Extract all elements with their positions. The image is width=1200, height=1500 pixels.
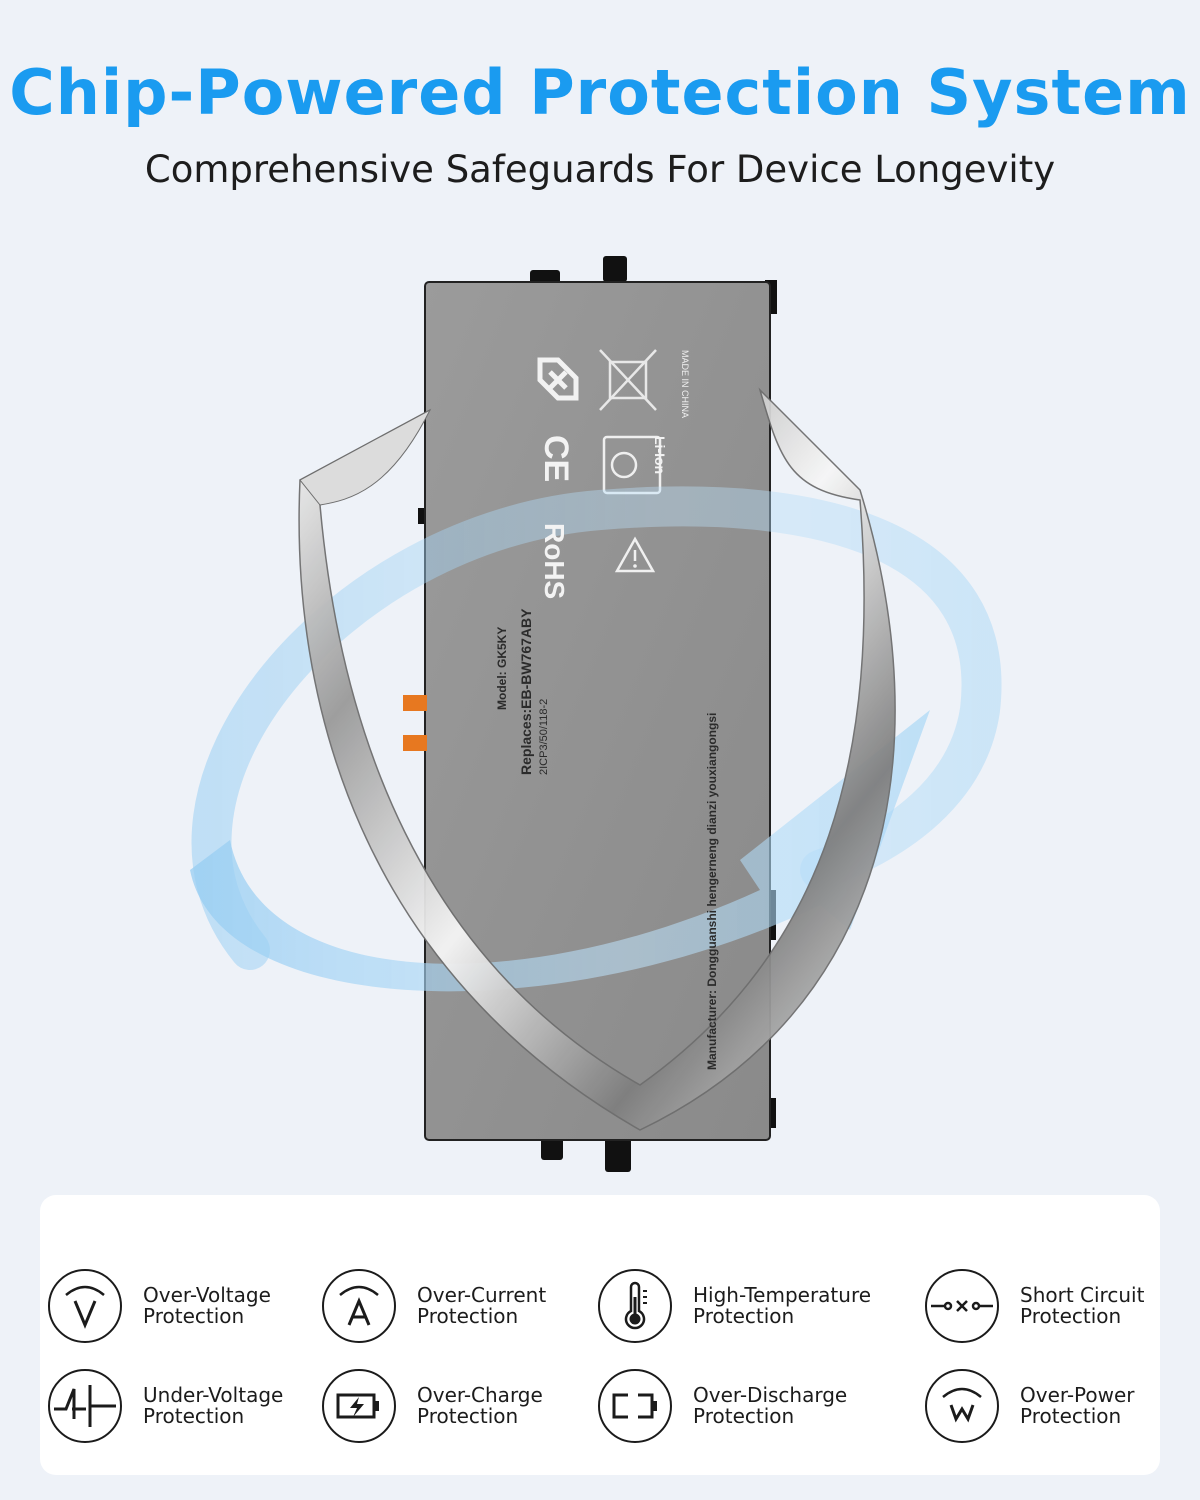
feature-label-line2: Protection — [1020, 1404, 1122, 1428]
page-subtitle: Comprehensive Safeguards For Device Long… — [144, 148, 1056, 191]
feature-label-line2: Protection — [417, 1404, 519, 1428]
feature-label-line1: Under-Voltage — [143, 1383, 284, 1407]
over-voltage-icon — [48, 1269, 122, 1343]
recycle-arrows-mark — [537, 357, 579, 401]
feature-label-line1: Short Circuit — [1020, 1283, 1145, 1307]
battery-manufacturer-label: Manufacturer: Dongguanshi hengerneng dia… — [705, 712, 719, 1070]
page-title: Chip-Powered Protection System — [9, 56, 1191, 129]
feature-label-line1: Over-Voltage — [143, 1283, 271, 1307]
battery-made-in-label: MADE IN CHINA — [680, 350, 690, 419]
feature-label-line1: Over-Current — [417, 1283, 547, 1307]
battery-cells-label: 2ICP3/50/118-2 — [538, 698, 550, 775]
feature-label-line2: Protection — [143, 1304, 245, 1328]
protection-features-panel: Over-Voltage Protection Over-Current Pro… — [40, 1195, 1160, 1475]
warning-mark — [614, 536, 656, 573]
battery-shield-illustration — [190, 256, 1002, 1172]
over-power-icon — [925, 1369, 999, 1443]
feature-label-line1: Over-Power — [1020, 1383, 1135, 1407]
battery-charging-icon — [322, 1369, 396, 1443]
swirl-arrow — [190, 486, 1002, 992]
short-circuit-icon — [925, 1269, 999, 1343]
feature-label-line2: Protection — [143, 1404, 245, 1428]
feature-label-line2: Protection — [693, 1404, 795, 1428]
battery-model-label: Model: GK5KY — [495, 626, 509, 710]
chrome-shield — [298, 387, 896, 1131]
under-voltage-icon — [48, 1369, 122, 1443]
feature-label-line1: Over-Discharge — [693, 1383, 848, 1407]
feature-label-line2: Protection — [417, 1304, 519, 1328]
feature-label-line1: High-Temperature — [693, 1283, 872, 1307]
thermometer-icon — [598, 1269, 672, 1343]
feature-label-line2: Protection — [1020, 1304, 1122, 1328]
battery-empty-icon — [598, 1369, 672, 1443]
hero-illustration: MADE IN CHINA CE Li-Ion RoHS Model: GK5K… — [0, 230, 1200, 1190]
feature-label-line2: Protection — [693, 1304, 795, 1328]
over-current-icon — [322, 1269, 396, 1343]
no-bin-mark — [599, 349, 657, 411]
feature-label-line1: Over-Charge — [417, 1383, 543, 1407]
battery-replaces-label: Replaces:EB-BW767ABY — [518, 608, 534, 776]
battery-rohs-mark: RoHS — [539, 523, 570, 600]
battery-ce-mark: CE — [537, 435, 575, 483]
battery-liion-mark: Li-Ion — [652, 436, 668, 475]
